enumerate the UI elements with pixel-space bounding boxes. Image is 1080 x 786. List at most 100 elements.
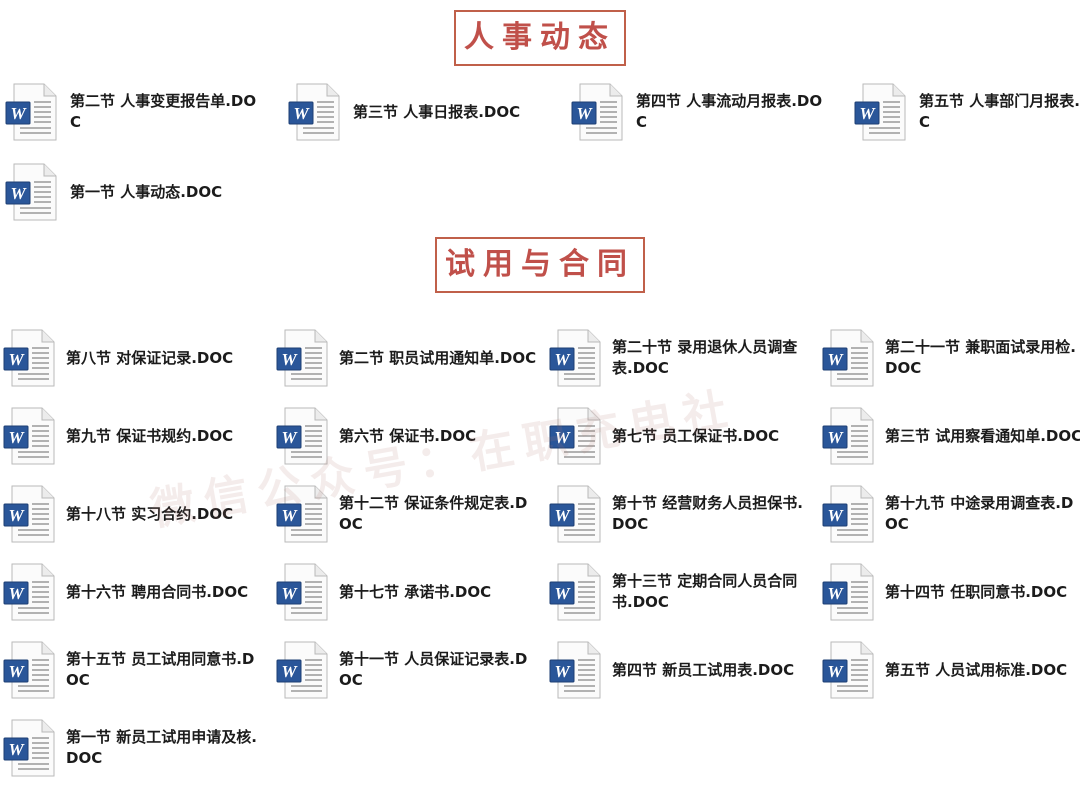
file-name-label: 第十五节 员工试用同意书.DOC: [66, 650, 255, 689]
file-name-label: 第九节 保证书规约.DOC: [66, 426, 234, 445]
file-item[interactable]: W 第六节 保证书.DOC: [275, 404, 547, 468]
svg-text:W: W: [554, 428, 571, 447]
word-doc-icon: W: [548, 406, 602, 466]
word-doc-icon: W: [570, 82, 624, 142]
word-doc-icon: W: [4, 162, 58, 222]
word-doc-icon: W: [287, 82, 341, 142]
file-name-label: 第十七节 承诺书.DOC: [339, 582, 492, 601]
file-item[interactable]: W 第二节 职员试用通知单.DOC: [275, 326, 547, 390]
file-item[interactable]: W 第十五节 员工试用同意书.DOC: [2, 638, 274, 702]
file-name-label: 第一节 新员工试用申请及核.DOC: [66, 728, 257, 767]
file-name-label: 第三节 人事日报表.DOC: [353, 102, 521, 121]
svg-text:W: W: [576, 104, 593, 123]
word-doc-icon: W: [821, 406, 875, 466]
word-doc-icon: W: [821, 640, 875, 700]
file-name-label: 第十二节 保证条件规定表.DOC: [339, 494, 528, 533]
word-doc-icon: W: [2, 328, 56, 388]
word-doc-icon: W: [548, 484, 602, 544]
svg-text:W: W: [281, 428, 298, 447]
word-doc-icon: W: [548, 640, 602, 700]
file-name-label: 第十八节 实习合约.DOC: [66, 504, 234, 523]
file-item[interactable]: W 第四节 新员工试用表.DOC: [548, 638, 820, 702]
word-doc-icon: W: [821, 328, 875, 388]
file-name-label: 第二节 职员试用通知单.DOC: [339, 348, 537, 367]
file-name-label: 第十六节 聘用合同书.DOC: [66, 582, 249, 601]
file-item[interactable]: W 第五节 人员试用标准.DOC: [821, 638, 1080, 702]
svg-text:W: W: [281, 506, 298, 525]
file-name-label: 第一节 人事动态.DOC: [70, 182, 223, 201]
section-title-personnel: 人事动态: [454, 10, 626, 66]
section-title-probation-contract: 试用与合同: [435, 237, 645, 293]
svg-text:W: W: [281, 584, 298, 603]
file-name-label: 第三节 试用察看通知单.DOC: [885, 426, 1080, 445]
word-doc-icon: W: [548, 328, 602, 388]
file-item[interactable]: W 第一节 人事动态.DOC: [4, 160, 274, 224]
svg-text:W: W: [10, 104, 27, 123]
file-item[interactable]: W 第四节 人事流动月报表.DOC: [570, 80, 840, 144]
svg-text:W: W: [293, 104, 310, 123]
svg-text:W: W: [281, 350, 298, 369]
file-item[interactable]: W 第五节 人事部门月报表.DOC: [853, 80, 1080, 144]
word-doc-icon: W: [2, 718, 56, 778]
word-doc-icon: W: [821, 484, 875, 544]
file-item[interactable]: W 第七节 员工保证书.DOC: [548, 404, 820, 468]
file-item[interactable]: W 第一节 新员工试用申请及核.DOC: [2, 716, 274, 780]
file-item[interactable]: W 第十九节 中途录用调查表.DOC: [821, 482, 1080, 546]
file-item[interactable]: W 第九节 保证书规约.DOC: [2, 404, 274, 468]
svg-text:W: W: [8, 662, 25, 681]
svg-text:W: W: [8, 350, 25, 369]
file-name-label: 第四节 新员工试用表.DOC: [612, 660, 795, 679]
file-item[interactable]: W 第十二节 保证条件规定表.DOC: [275, 482, 547, 546]
svg-text:W: W: [554, 350, 571, 369]
word-doc-icon: W: [275, 328, 329, 388]
word-doc-icon: W: [2, 562, 56, 622]
svg-text:W: W: [8, 740, 25, 759]
file-item[interactable]: W 第八节 对保证记录.DOC: [2, 326, 274, 390]
word-doc-icon: W: [4, 82, 58, 142]
file-item[interactable]: W 第十六节 聘用合同书.DOC: [2, 560, 274, 624]
file-item[interactable]: W 第三节 试用察看通知单.DOC: [821, 404, 1080, 468]
svg-text:W: W: [827, 662, 844, 681]
file-name-label: 第四节 人事流动月报表.DOC: [636, 92, 823, 131]
file-name-label: 第五节 人员试用标准.DOC: [885, 660, 1068, 679]
file-name-label: 第十节 经营财务人员担保书.DOC: [612, 494, 803, 533]
svg-text:W: W: [8, 506, 25, 525]
svg-text:W: W: [827, 584, 844, 603]
word-doc-icon: W: [548, 562, 602, 622]
file-item[interactable]: W 第十四节 任职同意书.DOC: [821, 560, 1080, 624]
file-item[interactable]: W 第十节 经营财务人员担保书.DOC: [548, 482, 820, 546]
word-doc-icon: W: [2, 640, 56, 700]
file-item[interactable]: W 第二十一节 兼职面试录用检.DOC: [821, 326, 1080, 390]
svg-text:W: W: [554, 506, 571, 525]
file-item[interactable]: W 第十三节 定期合同人员合同书.DOC: [548, 560, 820, 624]
svg-text:W: W: [554, 662, 571, 681]
word-doc-icon: W: [275, 562, 329, 622]
word-doc-icon: W: [853, 82, 907, 142]
word-doc-icon: W: [2, 406, 56, 466]
file-name-label: 第七节 员工保证书.DOC: [612, 426, 780, 445]
svg-text:W: W: [8, 584, 25, 603]
file-item[interactable]: W 第二节 人事变更报告单.DOC: [4, 80, 274, 144]
word-doc-icon: W: [821, 562, 875, 622]
file-name-label: 第十一节 人员保证记录表.DOC: [339, 650, 528, 689]
svg-text:W: W: [859, 104, 876, 123]
file-name-label: 第二十一节 兼职面试录用检.DOC: [885, 338, 1076, 377]
file-name-label: 第二节 人事变更报告单.DOC: [70, 92, 257, 131]
svg-text:W: W: [281, 662, 298, 681]
file-item[interactable]: W 第十一节 人员保证记录表.DOC: [275, 638, 547, 702]
file-item[interactable]: W 第三节 人事日报表.DOC: [287, 80, 557, 144]
svg-text:W: W: [827, 428, 844, 447]
word-doc-icon: W: [275, 406, 329, 466]
svg-text:W: W: [8, 428, 25, 447]
file-name-label: 第十三节 定期合同人员合同书.DOC: [612, 572, 798, 611]
file-name-label: 第十九节 中途录用调查表.DOC: [885, 494, 1074, 533]
file-item[interactable]: W 第十八节 实习合约.DOC: [2, 482, 274, 546]
file-name-label: 第八节 对保证记录.DOC: [66, 348, 234, 367]
file-name-label: 第十四节 任职同意书.DOC: [885, 582, 1068, 601]
file-name-label: 第五节 人事部门月报表.DOC: [919, 92, 1080, 131]
file-name-label: 第六节 保证书.DOC: [339, 426, 477, 445]
file-item[interactable]: W 第二十节 录用退休人员调查表.DOC: [548, 326, 820, 390]
file-name-label: 第二十节 录用退休人员调查表.DOC: [612, 338, 798, 377]
file-item[interactable]: W 第十七节 承诺书.DOC: [275, 560, 547, 624]
word-doc-icon: W: [2, 484, 56, 544]
